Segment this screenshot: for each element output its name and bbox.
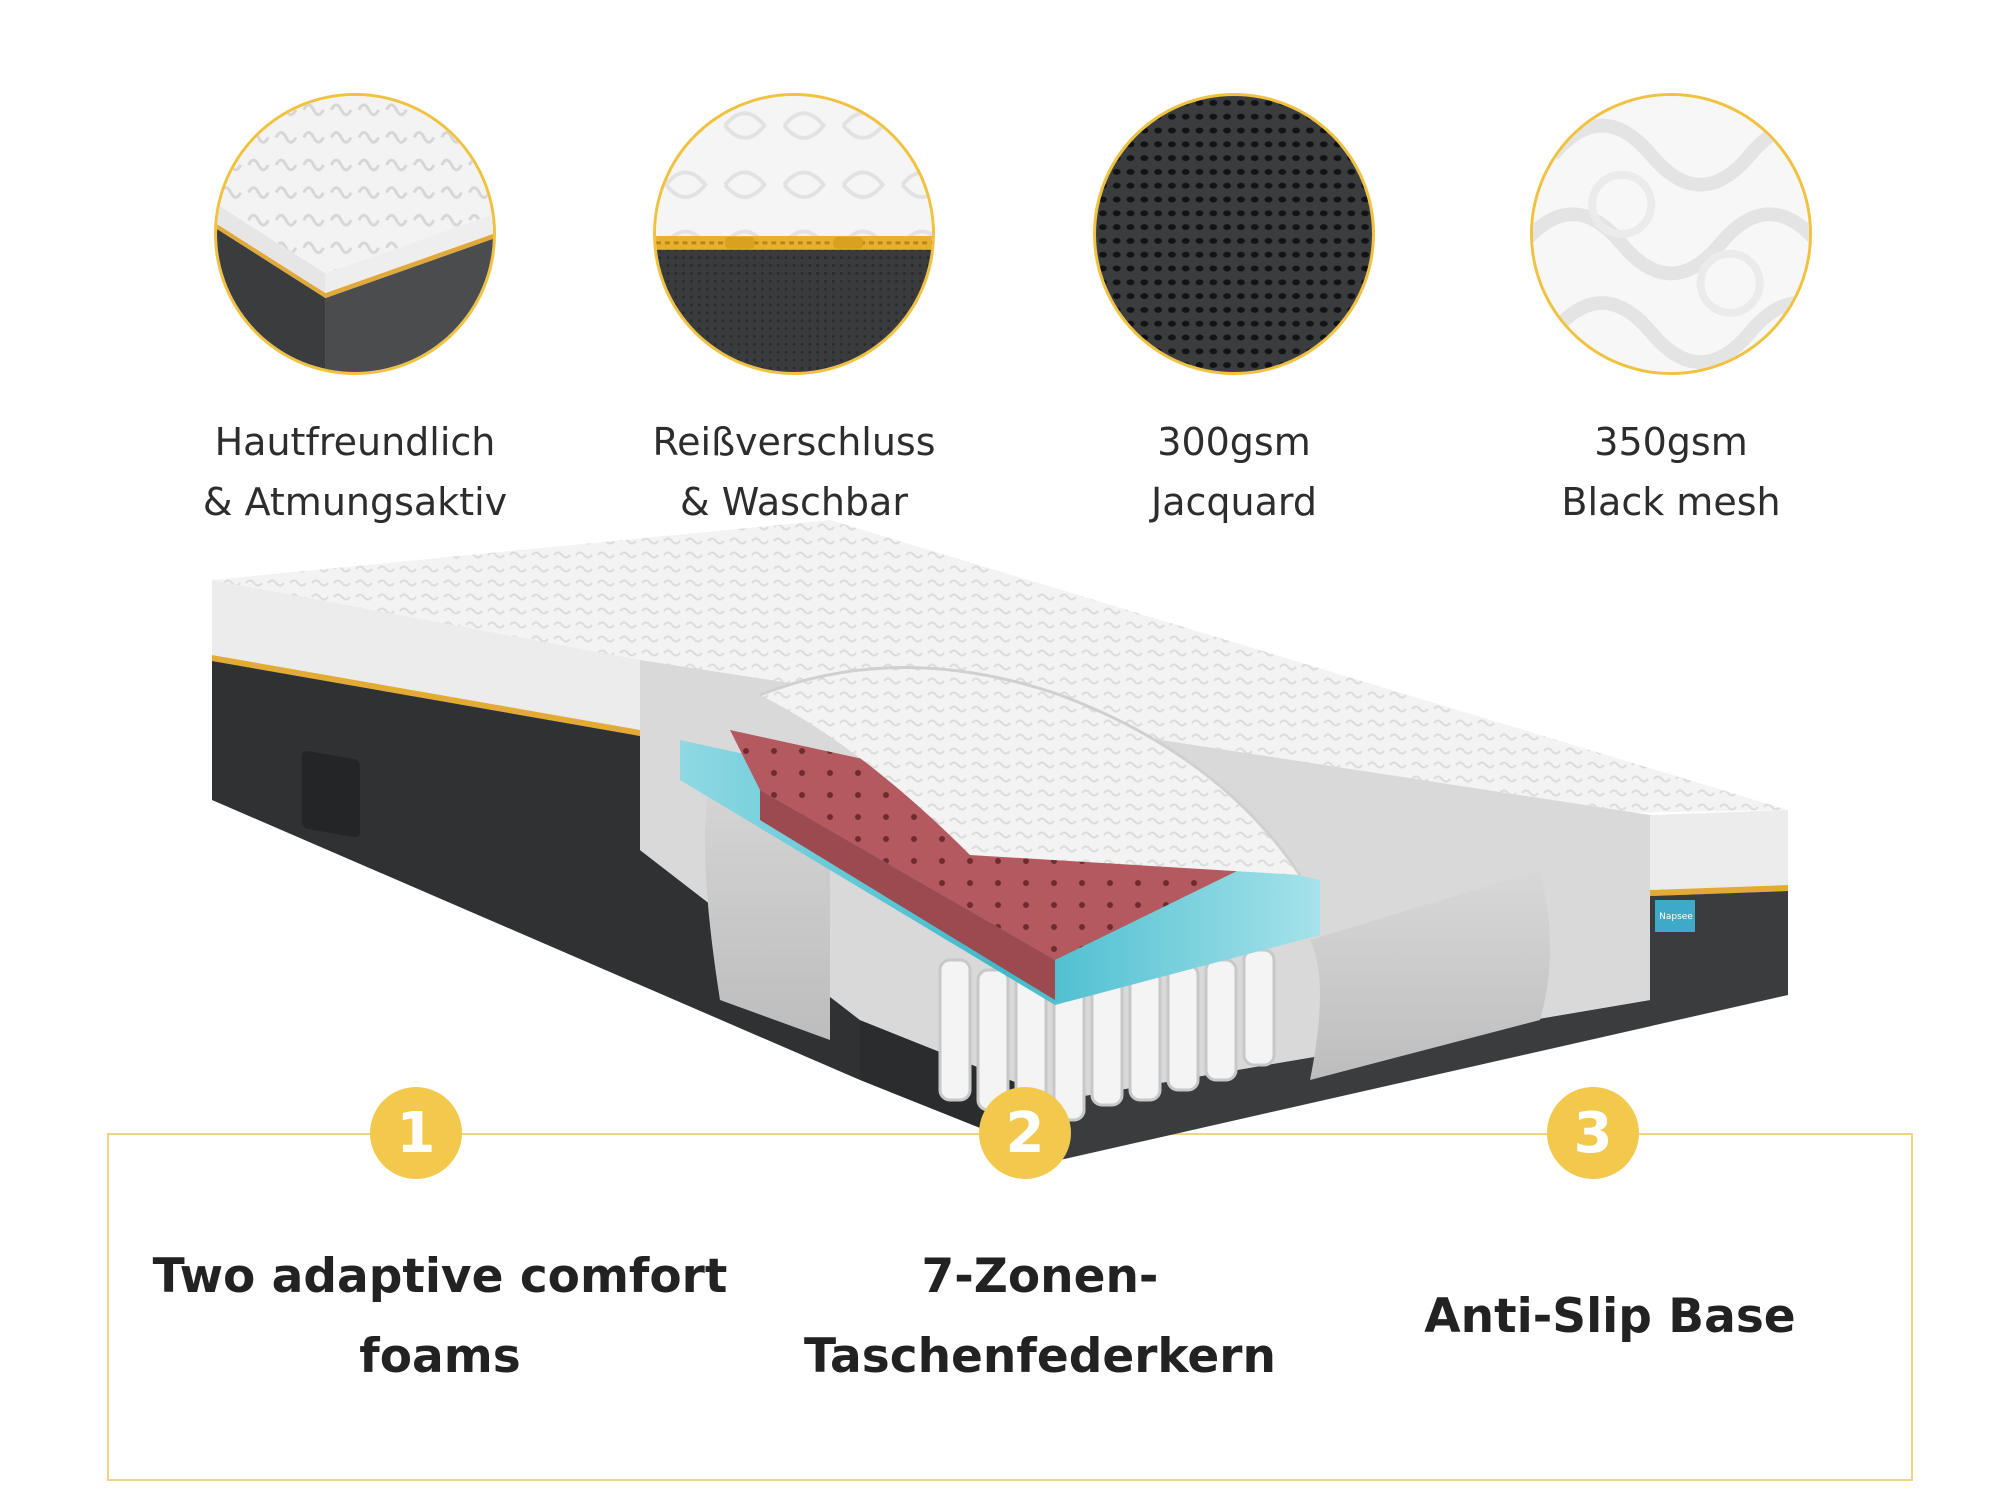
feature-label-line: Jacquard [1151, 480, 1317, 524]
step-title-line: Two adaptive comfort [152, 1249, 728, 1304]
step-title-line: Anti-Slip Base [1424, 1289, 1796, 1344]
feature-label-line: Black mesh [1561, 480, 1781, 524]
info-panel [107, 1133, 1913, 1481]
feature-label-350gsm: 350gsm Black mesh [1481, 412, 1861, 532]
feature-label-line: Reißverschluss [652, 420, 936, 464]
zipper-swatch-icon [653, 93, 935, 375]
step-title-line: Taschenfederkern [804, 1329, 1276, 1384]
step-badge-3: 3 [1547, 1087, 1639, 1179]
step-title-comfort-foams: Two adaptive comfort foams [120, 1237, 760, 1397]
mattress-cutaway-illustration: Napsee [200, 520, 1800, 1180]
feature-label-skin-friendly: Hautfreundlich & Atmungsaktiv [165, 412, 545, 532]
feature-label-line: 300gsm [1157, 420, 1311, 464]
feature-label-line: 350gsm [1594, 420, 1748, 464]
soft-cover-swatch-icon [214, 93, 496, 375]
feature-label-300gsm: 300gsm Jacquard [1044, 412, 1424, 532]
feature-label-line: & Atmungsaktiv [202, 480, 508, 524]
feature-label-line: Hautfreundlich [214, 420, 496, 464]
feature-label-line: & Waschbar [680, 480, 908, 524]
black-mesh-swatch-icon [1093, 93, 1375, 375]
step-title-line: foams [359, 1329, 521, 1384]
step-title-line: 7-Zonen- [921, 1249, 1159, 1304]
jacquard-swatch-icon [1530, 93, 1812, 375]
step-badge-1: 1 [370, 1087, 462, 1179]
feature-label-zipper: Reißverschluss & Waschbar [604, 412, 984, 532]
step-badge-2: 2 [979, 1087, 1071, 1179]
brand-tag: Napsee [1659, 912, 1693, 922]
step-title-pocket-spring: 7-Zonen- Taschenfederkern [730, 1237, 1350, 1397]
step-title-anti-slip: Anti-Slip Base [1370, 1277, 1850, 1357]
